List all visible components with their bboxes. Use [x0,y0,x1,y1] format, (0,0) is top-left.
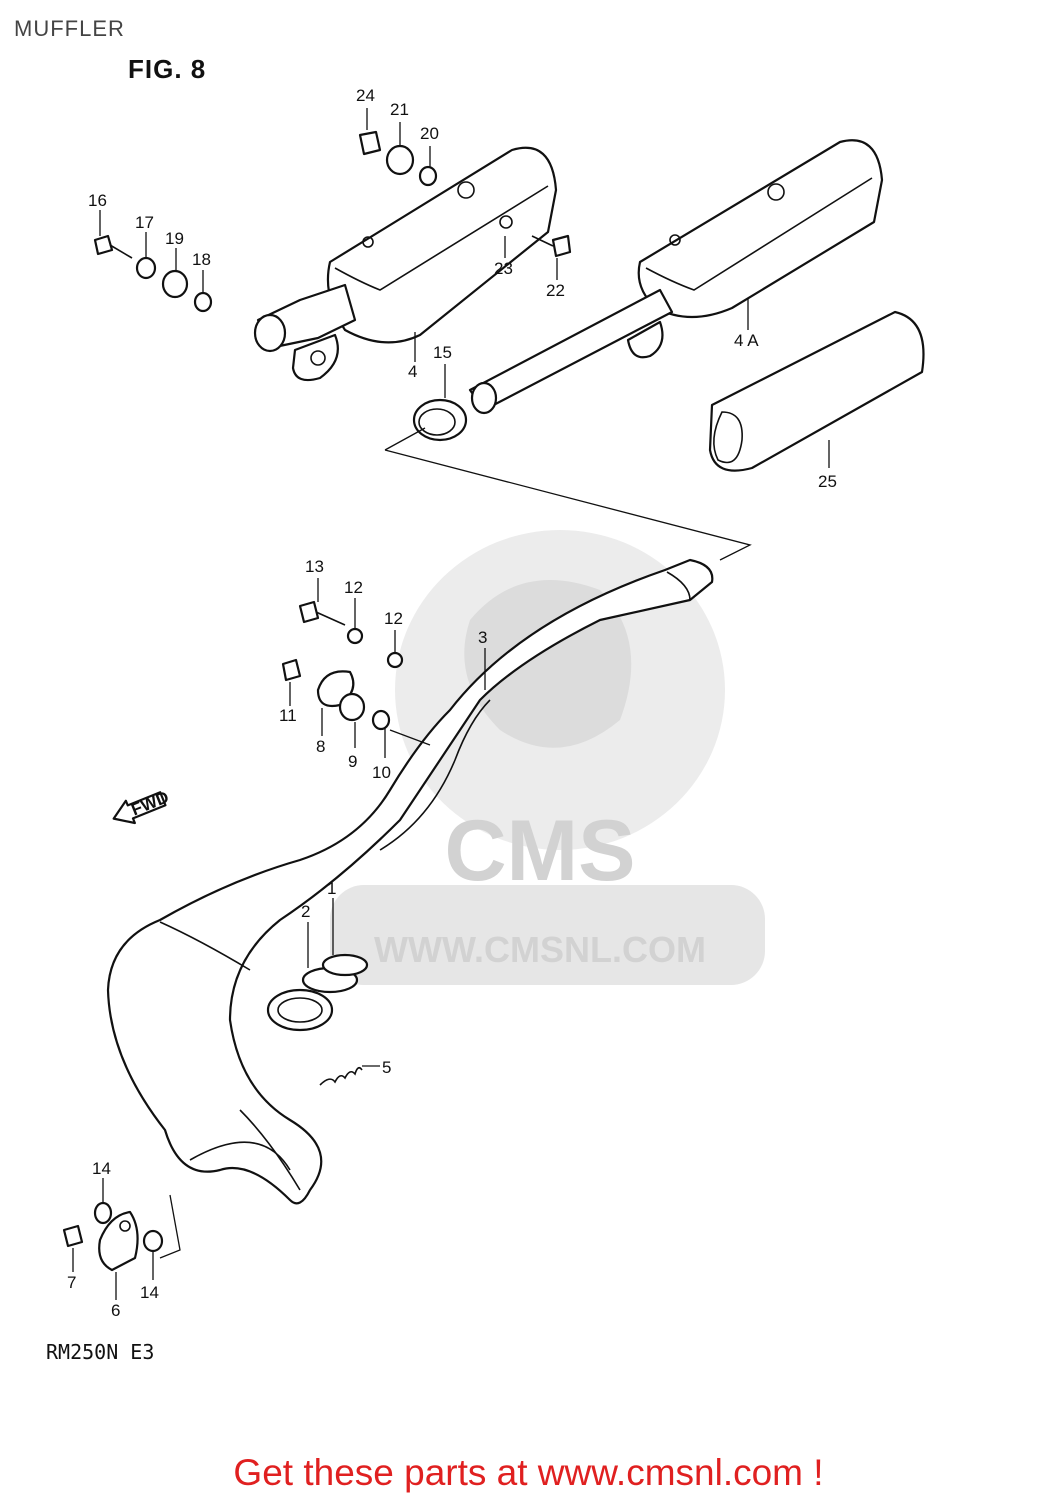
callout: 20 [420,124,439,143]
model-code: RM250N E3 [46,1340,155,1364]
bracket-hardware [281,600,404,731]
callout: 25 [818,472,837,491]
expansion-chamber-part-3 [106,558,714,1205]
callout: 12 [384,609,403,628]
fwd-label: FWD [128,787,171,819]
callout: 5 [382,1058,391,1077]
callout: 4 [408,362,417,381]
callout: 9 [348,752,357,771]
callout: 22 [546,281,565,300]
callout: 7 [67,1273,76,1292]
callout: 23 [494,259,513,278]
callout: 16 [88,191,107,210]
callout: 10 [372,763,391,782]
leader-lines [72,108,830,1300]
callout: 12 [344,578,363,597]
silencer-part-4a [468,139,884,415]
silencer-wrap-part-25 [708,310,925,472]
callout: 19 [165,229,184,248]
callout: 11 [279,706,297,725]
callout: 15 [433,343,452,362]
page-title: MUFFLER [14,16,125,41]
callout: 1 [327,879,336,898]
gaskets-parts-1-2 [266,953,369,1032]
fwd-direction-arrow: FWD [112,787,171,825]
callout: 4 A [734,331,759,350]
callout: 18 [192,250,211,269]
callout: 6 [111,1301,120,1320]
callout: 24 [356,86,375,105]
callout-labels: 24 21 20 16 17 19 18 23 22 4 15 4 A 25 1… [67,86,837,1320]
callout: 8 [316,737,325,756]
watermark-brand: CMS [444,803,635,899]
figure-title: FIG. 8 [128,54,207,84]
silencer-part-4 [253,146,558,382]
cmsnl-watermark: CMS WWW.CMSNL.COM [330,530,765,985]
bottom-hardware [62,1201,164,1272]
callout: 3 [478,628,487,647]
seal-part-15 [412,398,468,442]
callout: 2 [301,902,310,921]
callout: 14 [140,1283,159,1302]
callout: 17 [135,213,154,232]
get-parts-link[interactable]: Get these parts at www.cmsnl.com ! [233,1452,824,1493]
callout: 13 [305,557,324,576]
watermark-url: WWW.CMSNL.COM [374,929,706,970]
callout: 14 [92,1159,111,1178]
callout: 21 [390,100,409,119]
spring-part-5 [319,1066,363,1086]
